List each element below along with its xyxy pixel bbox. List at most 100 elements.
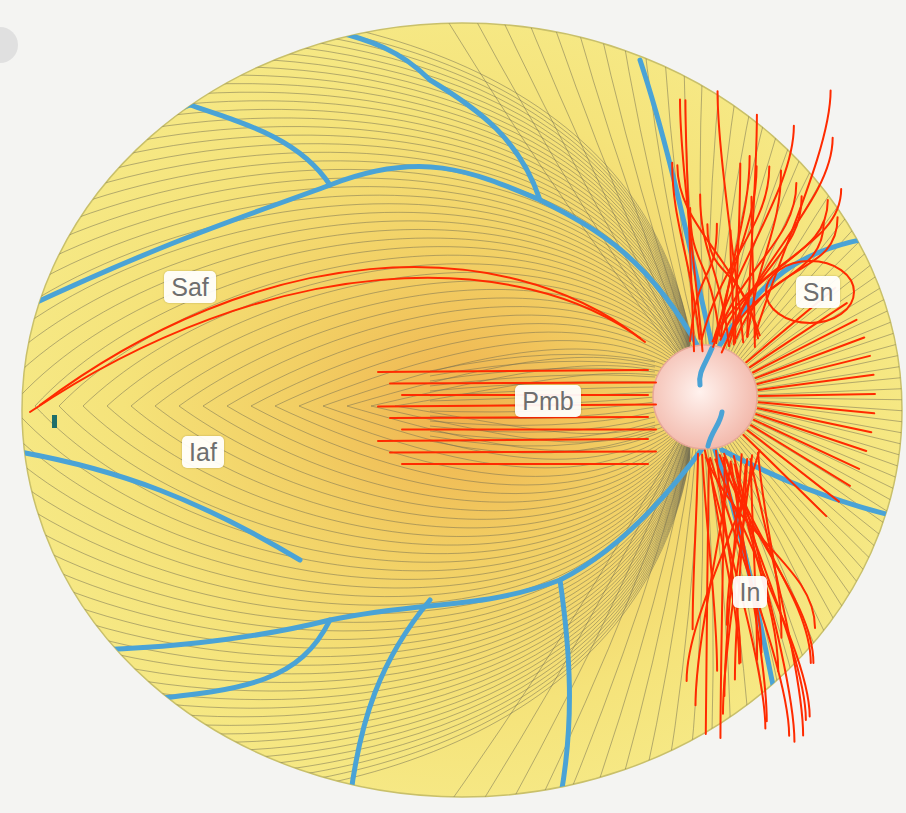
nerve-fiber xyxy=(517,0,686,349)
nerve-fiber xyxy=(0,75,690,406)
vessel xyxy=(700,348,712,385)
red-stroke xyxy=(723,458,761,653)
optic-disc xyxy=(653,345,757,449)
vessel xyxy=(20,452,300,560)
nerve-fiber xyxy=(756,317,906,389)
nerve-fiber xyxy=(0,6,690,406)
retina-field xyxy=(22,23,902,797)
nerve-fiber xyxy=(756,409,906,519)
nerve-fiber xyxy=(155,406,690,519)
nerve-fiber xyxy=(323,349,690,406)
label-tag: Pmb xyxy=(515,385,580,417)
nerve-fiber xyxy=(203,406,690,502)
nerve-fiber xyxy=(0,406,690,682)
red-stroke xyxy=(402,429,656,431)
nerve-fiber xyxy=(275,332,690,406)
nerve-fiber xyxy=(748,103,906,367)
nerve-fiber xyxy=(227,315,690,406)
red-stroke xyxy=(731,464,766,721)
red-stroke xyxy=(750,303,847,367)
red-stroke xyxy=(378,370,648,372)
nerve-fiber xyxy=(746,80,906,366)
red-stroke xyxy=(693,454,698,630)
nerve-fiber xyxy=(586,448,693,813)
red-stroke xyxy=(729,196,802,345)
red-stroke xyxy=(748,430,839,501)
nerve-fiber xyxy=(107,272,690,406)
nerve-fiber xyxy=(0,24,690,406)
nerve-fiber xyxy=(0,169,690,406)
nerve-fiber xyxy=(0,406,690,768)
nerve-fiber xyxy=(0,406,690,640)
red-stroke xyxy=(744,435,827,516)
label-tag: Saf xyxy=(164,271,216,303)
small-mark xyxy=(52,415,57,428)
blood-vessels xyxy=(20,30,890,800)
nerve-fiber xyxy=(490,0,683,350)
vessel xyxy=(330,30,540,200)
label-tag: Iaf xyxy=(182,436,224,468)
red-stroke xyxy=(390,383,656,384)
red-stroke xyxy=(720,457,724,738)
nerve-fiber xyxy=(0,204,690,406)
red-stroke xyxy=(672,163,699,339)
nerve-fiber xyxy=(732,441,906,813)
nerve-fiber xyxy=(724,445,899,813)
nerve-fiber xyxy=(251,406,690,485)
nerve-fiber xyxy=(0,406,690,734)
nerve-fiber xyxy=(0,406,690,588)
red-stroke xyxy=(757,356,870,384)
nerve-fiber xyxy=(0,406,690,605)
nerve-fiber xyxy=(754,233,906,381)
nerve-fiber xyxy=(0,32,690,406)
nerve-fiber xyxy=(0,406,690,743)
nerve-fiber xyxy=(83,264,690,406)
red-annotations xyxy=(30,90,875,741)
nerve-fiber xyxy=(430,361,655,376)
nerve-fiber xyxy=(179,298,690,406)
red-stroke xyxy=(390,452,656,453)
nerve-fiber xyxy=(753,206,906,378)
nerve-fiber xyxy=(0,406,690,708)
vessel xyxy=(30,445,705,652)
vessel xyxy=(350,600,430,800)
nerve-fiber xyxy=(531,446,688,813)
corner-mark xyxy=(0,27,18,63)
nerve-fiber xyxy=(59,255,690,406)
nerve-fiber xyxy=(11,238,690,406)
nerve-fiber xyxy=(323,406,690,459)
nerve-fiber xyxy=(251,324,690,406)
nerve-fiber xyxy=(0,406,690,786)
red-stroke xyxy=(713,183,796,347)
nerve-fiber xyxy=(430,432,655,453)
red-stroke xyxy=(756,414,866,451)
nerve-fiber xyxy=(0,221,690,406)
region-label: In xyxy=(740,577,761,607)
nerve-fiber xyxy=(107,406,690,536)
nerve-fiber xyxy=(0,15,690,406)
nerve-fiber xyxy=(0,66,690,406)
red-stroke xyxy=(390,417,648,418)
red-stroke xyxy=(751,465,757,660)
region-label: Pmb xyxy=(522,386,573,416)
nerve-fiber xyxy=(0,406,690,597)
region-label: Sn xyxy=(803,277,834,307)
red-stroke xyxy=(715,459,809,716)
label-tag: Sn xyxy=(796,276,841,308)
nerve-fiber xyxy=(727,444,906,813)
vessel xyxy=(70,105,190,140)
label-tag: In xyxy=(733,576,768,608)
nerve-fiber xyxy=(0,406,690,760)
nerve-fiber xyxy=(131,406,690,528)
nerve-fiber xyxy=(0,406,690,665)
red-circle xyxy=(766,261,854,323)
red-stroke xyxy=(759,394,875,396)
nerve-fiber xyxy=(733,0,906,353)
nerve-fiber xyxy=(720,0,858,347)
nerve-fiber xyxy=(155,289,690,406)
region-label: Saf xyxy=(171,272,209,302)
red-stroke xyxy=(756,337,865,378)
vessel xyxy=(708,412,722,446)
